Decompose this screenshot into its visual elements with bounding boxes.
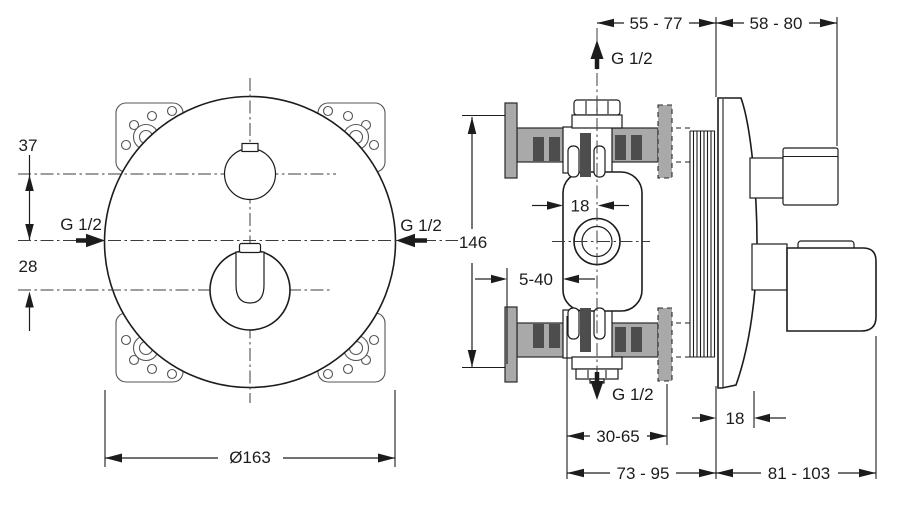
dim-81-103: 81 - 103 <box>716 336 877 483</box>
dim-diameter-label: Ø163 <box>229 448 271 467</box>
bracket-flange-left-bottom <box>504 306 518 383</box>
dim-73-95: 73 - 95 <box>567 386 717 483</box>
dim-37-label: 37 <box>19 136 38 155</box>
thread-callout-left: G 1/2 <box>60 215 105 248</box>
thread-callout-right: G 1/2 <box>396 216 442 248</box>
trim-plate-dome <box>717 97 758 389</box>
dim-28-label: 28 <box>19 257 38 276</box>
temperature-knob-side <box>749 147 839 206</box>
volume-knob-side <box>751 240 877 332</box>
dim-55-77-label: 55 - 77 <box>630 14 683 33</box>
dim-30-65: 30-65 <box>566 316 668 479</box>
temperature-knob <box>223 142 277 201</box>
dim-146-label: 146 <box>459 233 487 252</box>
side-centerlines <box>552 28 650 372</box>
thread-callout-top: G 1/2 <box>590 40 653 69</box>
dim-5-40: 5-40 <box>475 268 595 364</box>
bracket-rail-top <box>504 102 690 179</box>
volume-handle <box>235 251 265 304</box>
dim-diameter: Ø163 <box>104 390 396 467</box>
dim-146: 146 <box>459 114 505 369</box>
dim-18-plate: 18 <box>692 391 786 428</box>
flow-arrow-up-icon <box>590 40 604 59</box>
flow-arrow-down-icon <box>590 381 604 400</box>
thread-top-label: G 1/2 <box>611 49 653 68</box>
knob-notch <box>241 142 259 153</box>
dim-5-40-label: 5-40 <box>519 270 553 289</box>
bracket-flange-left-top <box>504 102 518 179</box>
dim-81-103-label: 81 - 103 <box>768 464 830 483</box>
volume-knob <box>209 242 291 331</box>
dim-18-axis-label: 18 <box>571 197 590 216</box>
side-view: G 1/2 G 1/2 55 - 77 58 - 80 <box>459 14 877 483</box>
bracket-plate-right-bottom <box>657 307 673 382</box>
dim-37: 37 <box>19 136 38 240</box>
dim-30-65-label: 30-65 <box>596 427 639 446</box>
handle-tab <box>238 242 262 254</box>
telescoping-sleeve <box>689 130 716 358</box>
dim-18-axis: 18 <box>532 197 629 216</box>
bracket-plate-right-top <box>657 104 673 179</box>
dim-55-77: 55 - 77 <box>597 14 717 97</box>
flow-arrow-right-icon <box>396 233 415 248</box>
dim-58-80-label: 58 - 80 <box>750 14 803 33</box>
flow-arrow-left-icon <box>86 233 105 248</box>
dim-73-95-label: 73 - 95 <box>617 464 670 483</box>
thread-callout-bottom: G 1/2 <box>590 372 654 404</box>
dim-18-plate-label: 18 <box>726 409 745 428</box>
thread-right-label: G 1/2 <box>400 216 442 235</box>
dim-58-80: 58 - 80 <box>716 14 838 146</box>
front-view: 37 28 G 1/2 G 1/2 <box>18 78 458 467</box>
dim-28: 28 <box>19 257 38 331</box>
thread-left-label: G 1/2 <box>60 215 102 234</box>
thread-bottom-label: G 1/2 <box>612 385 654 404</box>
